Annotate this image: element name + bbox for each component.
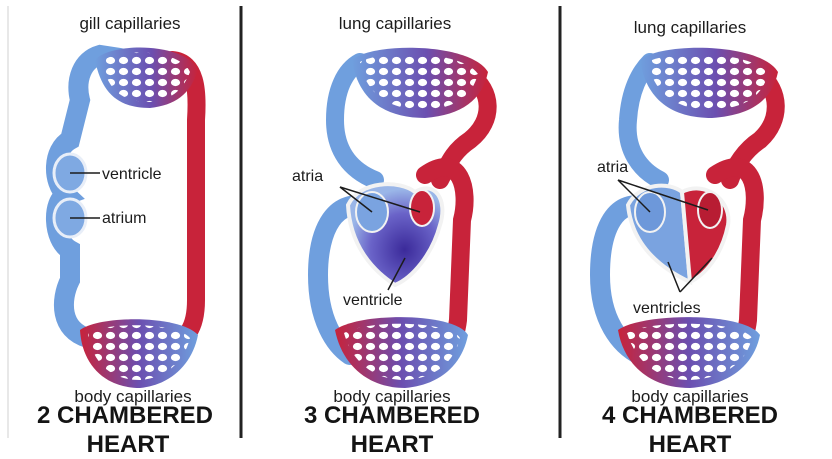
atrium-label: atrium xyxy=(102,210,146,227)
right-atrium xyxy=(698,192,722,228)
atria-label: atria xyxy=(292,168,323,185)
right-atrium xyxy=(410,190,434,226)
ventricles-label: ventricles xyxy=(633,300,701,317)
lung-capillaries-label: lung capillaries xyxy=(339,14,451,33)
oxygenated-vessel xyxy=(170,60,197,345)
ventricle-label: ventricle xyxy=(343,292,403,309)
panel-title-line2: HEART xyxy=(87,431,170,458)
panel-title-line2: HEART xyxy=(649,431,732,458)
panel-two-chambered: gill capillaries ventricle atrium body c… xyxy=(37,14,213,458)
ventricle-label: ventricle xyxy=(102,166,162,183)
gill-capillaries-label: gill capillaries xyxy=(79,14,180,33)
panel-title-line1: 2 CHAMBERED xyxy=(37,402,213,429)
lung-capillaries-label: lung capillaries xyxy=(634,18,746,37)
panel-title-line2: HEART xyxy=(351,431,434,458)
panel-title-line1: 4 CHAMBERED xyxy=(602,402,778,429)
atria-label: atria xyxy=(597,159,628,176)
panel-title-line1: 3 CHAMBERED xyxy=(304,402,480,429)
panel-three-chambered: lung capillaries atria ventricle body ca… xyxy=(292,14,488,458)
panel-four-chambered: lung capillaries atria ventricles body c… xyxy=(597,18,778,458)
deoxygenated-vessel xyxy=(56,55,120,338)
